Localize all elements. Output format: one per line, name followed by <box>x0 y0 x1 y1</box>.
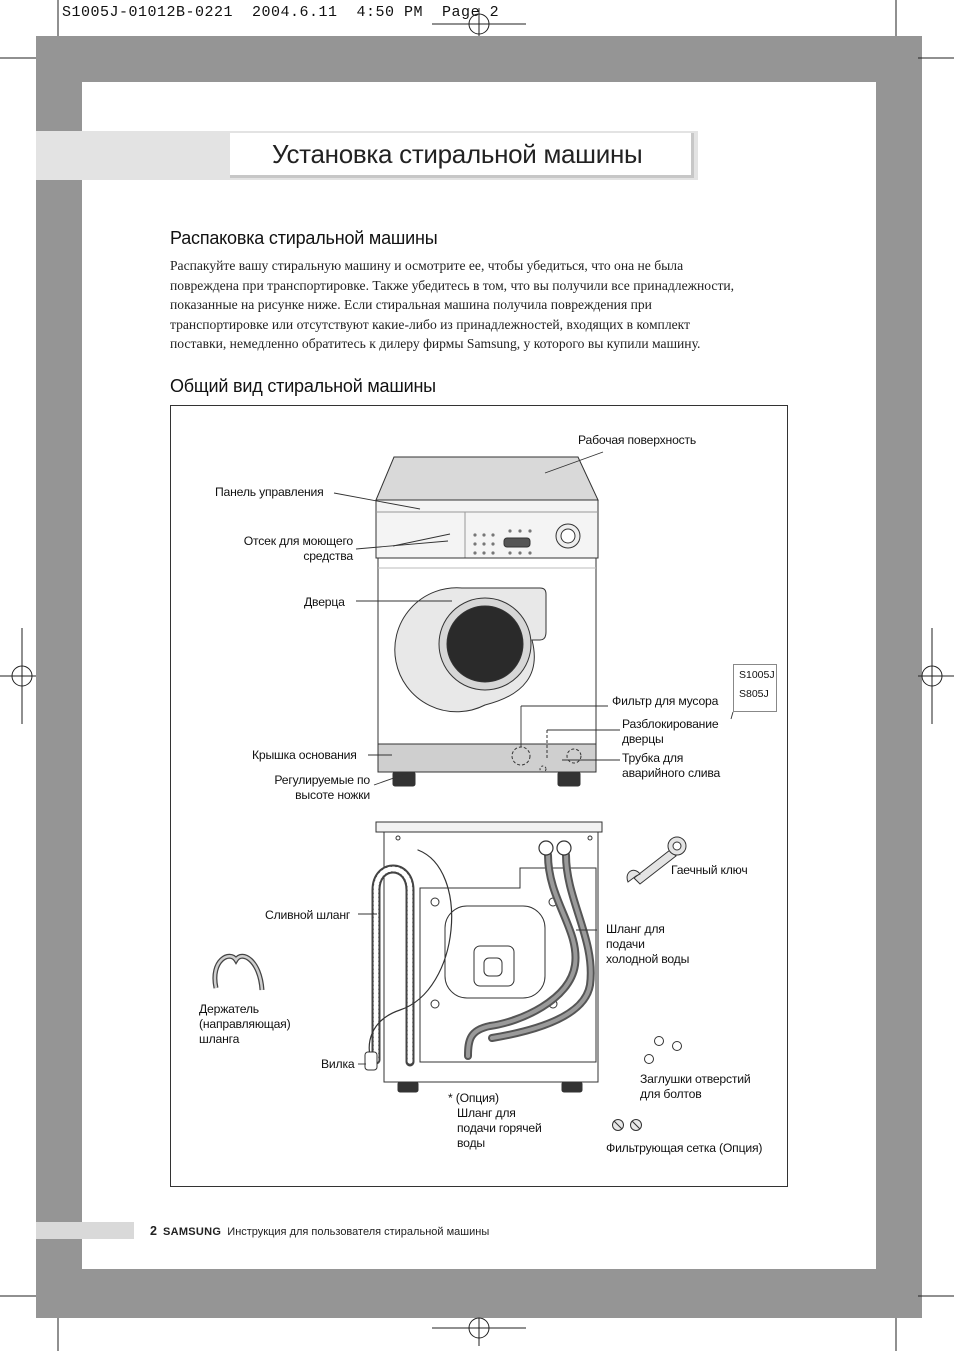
label-line: Заглушки отверстий <box>640 1072 751 1086</box>
title-box <box>230 133 694 178</box>
label-line: Шланг для <box>606 922 665 936</box>
paragraph-line: повреждена при транспортировке. Также уб… <box>170 277 735 293</box>
unpacking-paragraph: Распакуйте вашу стиральную машину и осмо… <box>170 256 790 354</box>
label-plug: Вилка <box>321 1057 355 1071</box>
model-numbers-box: S1005J S805J <box>733 664 777 712</box>
paragraph-line: показанные на рисунке ниже. Если стираль… <box>170 297 652 313</box>
label-line: Разблокирование <box>622 717 719 731</box>
paragraph-line: поставки, немедленно обратитесь к дилеру… <box>170 336 701 352</box>
label-debris-filter: Фильтр для мусора <box>612 694 719 708</box>
footer-band <box>36 1222 134 1239</box>
label-line: дверцы <box>622 732 664 746</box>
label-line: подачи горячей <box>457 1121 542 1135</box>
model-number: S1005J <box>739 669 775 681</box>
label-door-unlock: Разблокирование дверцы <box>622 717 719 747</box>
label-control-panel: Панель управления <box>215 485 324 499</box>
label-filter-mesh: Фильтрующая сетка (Опция) <box>606 1141 763 1155</box>
label-line: Шланг для <box>457 1106 516 1120</box>
label-detergent-drawer: Отсек для моющего средства <box>223 534 353 564</box>
label-door: Дверца <box>304 595 345 609</box>
label-hot-water-hose: * (Опция) Шланг для подачи горячей воды <box>448 1091 542 1151</box>
label-line: (направляющая) <box>199 1017 291 1031</box>
label-cold-water-hose: Шланг для подачи холодной воды <box>606 922 689 967</box>
unpacking-heading: Распаковка стиральной машины <box>170 228 438 248</box>
machine-front-illustration <box>375 456 599 787</box>
label-worktop: Рабочая поверхность <box>578 433 697 447</box>
wrench-icon <box>626 836 687 885</box>
label-bolt-caps: Заглушки отверстий для болтов <box>640 1072 751 1102</box>
bolt-cap-icons <box>644 1036 682 1064</box>
label-line: подачи <box>606 937 645 951</box>
paragraph-line: транспортировке или отсутствуют какие-ли… <box>170 316 691 332</box>
label-line: аварийного слива <box>622 766 721 780</box>
label-line: воды <box>457 1136 485 1150</box>
label-line: холодной воды <box>606 952 690 966</box>
label-hose-holder: Держатель (направляющая) шланга <box>199 1002 291 1047</box>
model-number: S805J <box>739 688 769 700</box>
hose-holder-icon <box>212 953 265 991</box>
overview-heading: Общий вид стиральной машины <box>170 376 436 396</box>
label-drain-hose: Сливной шланг <box>265 908 351 922</box>
label-adjustable-feet: Регулируемые по высоте ножки <box>240 773 370 803</box>
label-line: высоте ножки <box>295 788 370 802</box>
page-number: 2 <box>150 1224 157 1238</box>
label-line: Регулируемые по <box>274 773 370 787</box>
print-header: S1005J-01012B-0221 2004.6.11 4:50 PM Pag… <box>62 4 500 21</box>
label-line: для болтов <box>640 1087 702 1101</box>
label-line: Держатель <box>199 1002 259 1016</box>
label-line: * (Опция) <box>448 1091 499 1105</box>
footer-brand: SAMSUNG <box>162 1226 222 1238</box>
label-line: шланга <box>199 1032 240 1046</box>
footer-text: Инструкция для пользователя стиральной м… <box>227 1226 490 1238</box>
filter-mesh-icons <box>612 1119 642 1131</box>
label-emergency-drain-tube: Трубка для аварийного слива <box>622 751 720 781</box>
plug-icon <box>364 1051 378 1071</box>
page-title: Установка стиральной машины <box>272 139 643 169</box>
label-base-cover: Крышка основания <box>252 748 357 762</box>
label-wrench: Гаечный ключ <box>671 863 748 877</box>
paragraph-line: Распакуйте вашу стиральную машину и осмо… <box>170 258 684 273</box>
label-line: Трубка для <box>622 751 684 765</box>
label-line: Отсек для моющего <box>243 534 353 548</box>
footer: 2 SAMSUNG Инструкция для пользователя стир… <box>150 1224 489 1238</box>
diagram-frame <box>170 405 788 1187</box>
label-line: средства <box>303 549 353 563</box>
